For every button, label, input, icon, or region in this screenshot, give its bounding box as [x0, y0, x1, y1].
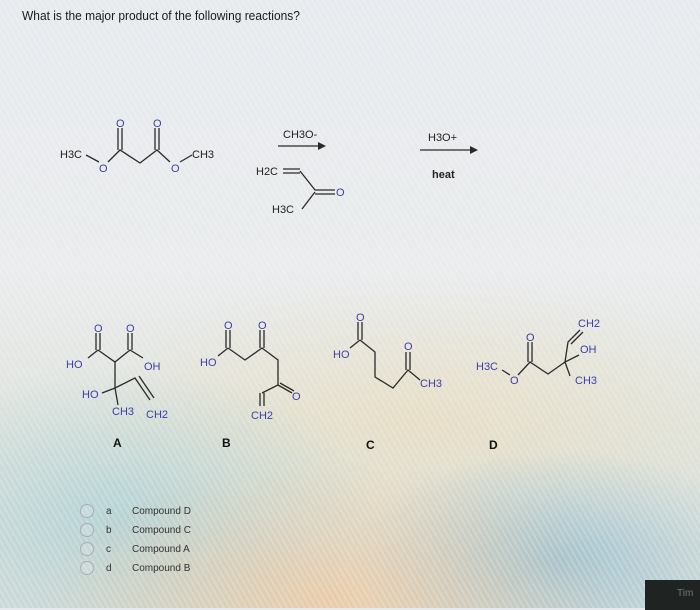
atom-label: HO	[333, 349, 350, 361]
label-h2c: H2C	[256, 166, 278, 178]
arrow-icon	[470, 146, 478, 154]
atom-label: CH3	[575, 375, 597, 387]
option-c[interactable]: c Compound A	[80, 542, 190, 556]
product-b: O O HO O CH2 B	[200, 320, 301, 450]
label-ch3: CH3	[192, 149, 214, 161]
product-d: H3C O O CH2 OH CH3 D	[476, 318, 600, 452]
atom-label: O	[356, 312, 365, 324]
label-d: D	[489, 438, 498, 452]
reagent-methoxide: CH3O-	[283, 129, 318, 141]
reactant-dimethyl-malonate: H3C O O O O CH3	[60, 118, 214, 175]
atom-label: c	[106, 543, 111, 555]
label-o: O	[171, 163, 180, 175]
radio-button[interactable]	[80, 504, 94, 518]
atom-label: O	[258, 320, 267, 332]
option-text: Compound C	[132, 524, 191, 536]
label-a: A	[113, 436, 122, 450]
atom-label: O	[94, 323, 103, 335]
atom-label: O	[526, 332, 535, 344]
atom-label: O	[404, 341, 413, 353]
label-b: B	[222, 436, 231, 450]
bond-lines	[217, 347, 295, 406]
atom-label: b	[106, 524, 112, 536]
label-h3c: H3C	[60, 149, 82, 161]
question-text: What is the major product of the followi…	[22, 8, 300, 23]
product-c: O HO O CH3 C	[333, 312, 442, 452]
atom-label: a	[106, 505, 112, 517]
condition-heat: heat	[432, 169, 455, 181]
atom-label: CH2	[146, 409, 168, 421]
timer-box: Tim	[645, 580, 700, 610]
atom-label: HO	[82, 389, 99, 401]
atom-label: O	[126, 323, 135, 335]
label-o: O	[99, 163, 108, 175]
bond-lines	[225, 330, 265, 348]
bond-lines	[117, 128, 160, 150]
option-b[interactable]: b Compound C	[80, 523, 191, 537]
label-o: O	[336, 187, 345, 199]
label-h3c: H3C	[272, 204, 294, 216]
atom-label: H3C	[476, 361, 498, 373]
label-c: C	[366, 438, 375, 452]
radio-button[interactable]	[80, 542, 94, 556]
atom-label: O	[224, 320, 233, 332]
bond-lines	[283, 168, 335, 210]
option-d[interactable]: d Compound B	[80, 561, 190, 575]
bond-lines	[87, 349, 155, 406]
arrow-icon	[318, 142, 326, 150]
reagent-hydronium: H3O+	[428, 132, 457, 144]
option-text: Compound D	[132, 505, 191, 517]
atom-label: CH3	[420, 378, 442, 390]
atom-label: CH3	[112, 406, 134, 418]
option-a[interactable]: a Compound D	[80, 504, 191, 518]
bond-lines	[357, 322, 363, 340]
option-text: Compound B	[132, 562, 191, 574]
atom-label: d	[106, 562, 112, 574]
option-text: Compound A	[132, 543, 190, 555]
bond-lines	[85, 149, 193, 164]
atom-label: HO	[66, 359, 83, 371]
step1: CH3O- H2C O H3C	[256, 129, 345, 216]
bond-lines	[349, 339, 421, 389]
atom-label: O	[510, 375, 519, 387]
step2: H3O+ heat	[420, 132, 478, 181]
bond-lines	[95, 333, 133, 350]
atom-label: HO	[200, 357, 217, 369]
atom-label: OH	[580, 344, 597, 356]
label-o: O	[116, 118, 125, 130]
radio-button[interactable]	[80, 523, 94, 537]
atom-label: CH2	[251, 410, 273, 422]
atom-label: CH2	[578, 318, 600, 330]
atom-label: O	[292, 391, 301, 403]
label-o: O	[153, 118, 162, 130]
radio-button[interactable]	[80, 561, 94, 575]
bond-lines	[501, 329, 584, 377]
product-a: O O HO OH HO CH3 CH2 A	[66, 323, 168, 450]
atom-label: OH	[144, 361, 161, 373]
